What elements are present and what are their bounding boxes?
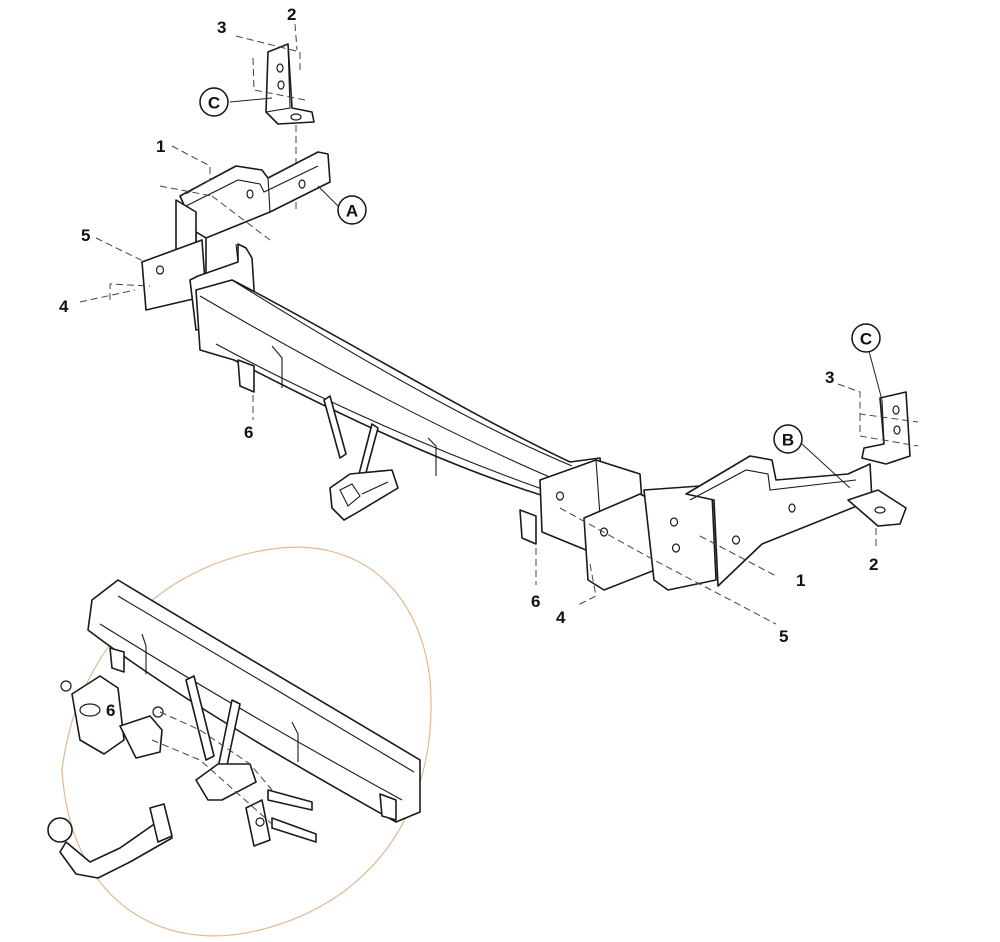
label-a: A bbox=[346, 202, 358, 221]
callout-c-right bbox=[851, 323, 881, 353]
label-c-right: C bbox=[860, 330, 872, 349]
hitch-plate bbox=[323, 395, 399, 521]
label-5-left: 5 bbox=[81, 226, 90, 245]
callout-c-left bbox=[199, 87, 229, 117]
label-5-right: 5 bbox=[779, 627, 788, 646]
label-c-left: C bbox=[208, 94, 220, 113]
detail-circle bbox=[61, 546, 432, 937]
bracket-c-left bbox=[265, 43, 315, 125]
label-6-beam-left: 6 bbox=[244, 423, 253, 442]
label-6-detail: 6 bbox=[106, 701, 115, 720]
bracket-c-right bbox=[847, 391, 911, 527]
callout-b bbox=[773, 424, 803, 454]
label-b: B bbox=[782, 431, 794, 450]
label-3-right: 3 bbox=[825, 368, 834, 387]
label-2-top: 2 bbox=[287, 5, 296, 24]
cross-beam bbox=[195, 279, 605, 545]
label-6-beam-right: 6 bbox=[531, 592, 540, 611]
label-4-right: 4 bbox=[556, 608, 566, 627]
callout-a bbox=[337, 195, 367, 225]
label-2-right: 2 bbox=[869, 555, 878, 574]
mount-bracket-right bbox=[539, 459, 717, 591]
label-4-left: 4 bbox=[59, 297, 69, 316]
label-1-right: 1 bbox=[796, 571, 805, 590]
label-1-left: 1 bbox=[156, 137, 165, 156]
label-3-top: 3 bbox=[217, 18, 226, 37]
detail-view bbox=[47, 579, 421, 879]
